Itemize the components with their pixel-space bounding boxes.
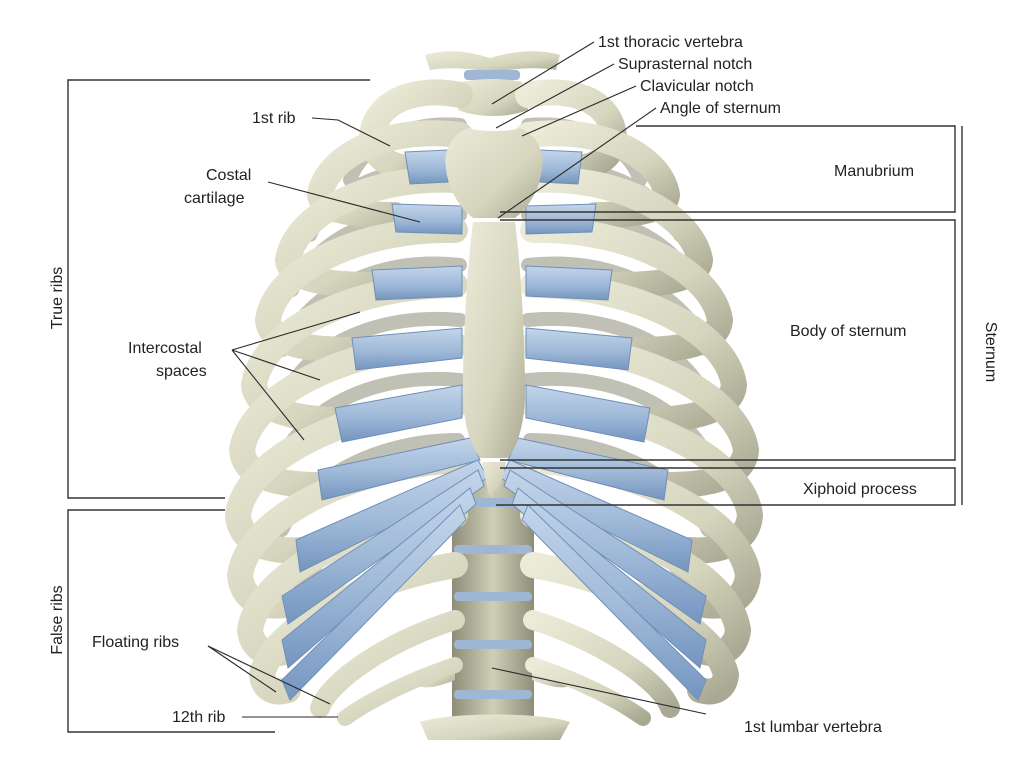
leader-clavicular-notch <box>521 85 637 137</box>
cartilage-left-9 <box>281 487 477 669</box>
leader-costal-cartilage <box>267 181 421 223</box>
sternum-bone <box>445 128 543 498</box>
left-rib-11 <box>310 610 465 718</box>
label-false-ribs: False ribs <box>49 585 66 654</box>
label-suprasternal-notch: Suprasternal notch <box>618 56 752 73</box>
leader-angle-of-sternum <box>497 107 657 219</box>
disc <box>454 545 532 554</box>
xiphoid-bone <box>482 462 506 498</box>
cartilage-right-2 <box>525 203 597 235</box>
sternum-body-bone <box>462 222 526 458</box>
right-rib-11 <box>523 610 680 718</box>
cartilage-left-1 <box>404 149 449 185</box>
manubrium-bracket <box>500 125 956 213</box>
cartilage-right-3 <box>525 265 613 301</box>
cartilage-right-8 <box>503 469 707 625</box>
cervical-vertebra <box>425 51 560 72</box>
brackets <box>67 79 963 733</box>
cartilage-left-10 <box>281 504 467 701</box>
label-body-of-sternum: Body of sternum <box>790 323 907 340</box>
true-ribs-bracket <box>67 79 370 499</box>
disc <box>454 690 532 699</box>
first-thoracic-vertebra-body <box>458 79 528 116</box>
cartilage-left-6 <box>317 437 481 501</box>
left-rib-2 <box>306 120 473 228</box>
cartilage-left-3 <box>371 265 463 301</box>
first-thoracic-disc <box>464 70 520 80</box>
label-first-thoracic-vertebra: 1st thoracic vertebra <box>598 34 743 51</box>
cartilage-right-1 <box>539 149 583 185</box>
label-manubrium: Manubrium <box>834 163 914 180</box>
xiphoid-bracket <box>496 467 956 506</box>
leader-intercostal-c <box>231 349 305 441</box>
cartilage-left-5 <box>334 384 463 443</box>
leader-floating-a <box>207 645 331 705</box>
manubrium-bone <box>445 128 543 218</box>
right-rib-3 <box>520 166 714 298</box>
leader-first-rib <box>311 117 391 147</box>
leader-first-thoracic-vertebra <box>491 41 595 105</box>
labels: 1st thoracic vertebra Suprasternal notch… <box>49 34 999 736</box>
cartilage-right-5 <box>525 384 651 443</box>
leader-suprasternal-notch <box>495 63 615 129</box>
label-floating-ribs: Floating ribs <box>92 634 179 651</box>
leader-intercostal-b <box>231 349 321 381</box>
cartilage-right-4 <box>525 327 633 371</box>
label-1st-lumbar-vertebra: 1st lumbar vertebra <box>744 719 882 736</box>
label-costal-line2: cartilage <box>184 190 245 207</box>
leader-floating-b <box>207 645 277 693</box>
label-12th-rib: 12th rib <box>172 709 225 726</box>
label-intercostal-line1: Intercostal <box>128 340 202 357</box>
left-rib-12 <box>337 657 463 726</box>
false-ribs-bracket <box>67 509 275 733</box>
cartilage-left-2 <box>391 203 463 235</box>
label-sternum: Sternum <box>982 322 999 382</box>
left-rib-4 <box>254 216 468 363</box>
label-angle-of-sternum: Angle of sternum <box>660 100 781 117</box>
disc <box>454 592 532 601</box>
body-bracket <box>500 219 956 461</box>
label-intercostal-line2: spaces <box>156 363 207 380</box>
cartilage-left-8 <box>281 469 485 625</box>
label-costal-line1: Costal <box>206 167 251 184</box>
costal-cartilages <box>281 149 707 701</box>
label-xiphoid-process: Xiphoid process <box>803 481 917 498</box>
disc <box>454 640 532 649</box>
right-rib-4 <box>520 216 734 363</box>
cartilage-right-10 <box>521 504 707 701</box>
left-rib-3 <box>274 166 468 298</box>
leader-intercostal-a <box>231 311 361 351</box>
leader-1st-lumbar <box>491 667 707 715</box>
label-clavicular-notch: Clavicular notch <box>640 78 754 95</box>
label-true-ribs: True ribs <box>49 267 66 330</box>
lumbar-base <box>420 714 570 740</box>
cartilage-right-9 <box>511 487 707 669</box>
leader-lines <box>207 41 707 718</box>
label-first-rib: 1st rib <box>252 110 296 127</box>
cartilage-left-4 <box>351 327 463 371</box>
